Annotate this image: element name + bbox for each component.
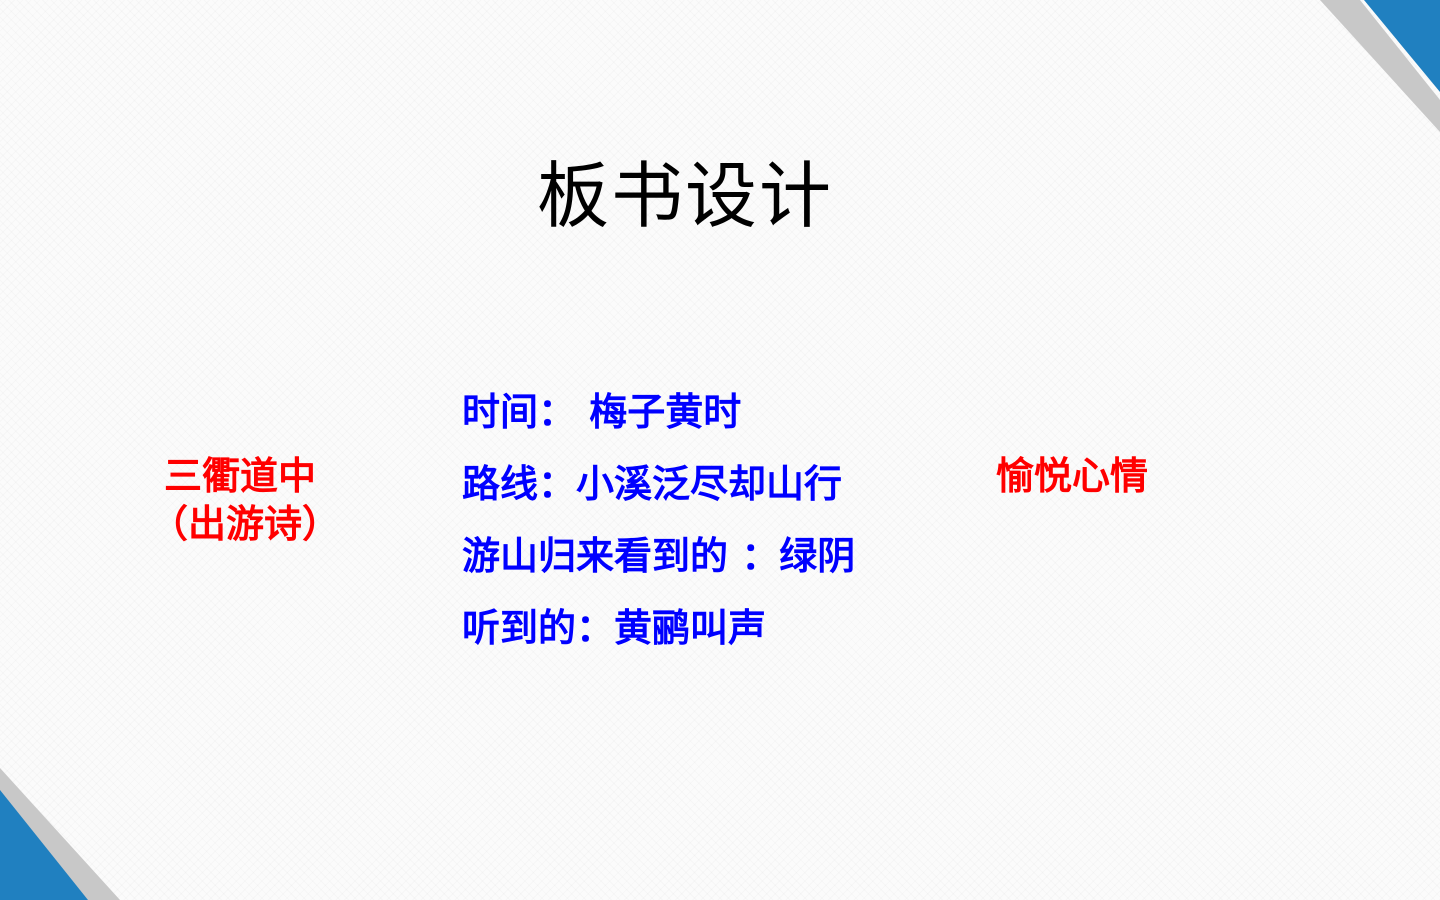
emotion-label: 愉悦心情 bbox=[996, 454, 1149, 498]
top-right-corner-decoration bbox=[1320, 0, 1440, 132]
bottom-left-corner-decoration bbox=[0, 768, 120, 900]
line-heard: 听到的：黄鹂叫声 bbox=[462, 606, 767, 650]
poem-type: （出游诗） bbox=[150, 502, 341, 546]
slide-title: 板书设计 bbox=[536, 154, 833, 238]
poem-title-block: 三衢道中 （出游诗） bbox=[150, 452, 341, 548]
line-time: 时间： 梅子黄时 bbox=[462, 390, 742, 434]
line-seen: 游山归来看到的 ：绿阴 bbox=[462, 534, 856, 578]
content-lines: 时间： 梅子黄时 路线：小溪泛尽却山行 游山归来看到的 ：绿阴 听到的：黄鹂叫声 bbox=[462, 386, 932, 674]
poem-title: 三衢道中 bbox=[163, 454, 316, 498]
line-route: 路线：小溪泛尽却山行 bbox=[462, 462, 843, 506]
